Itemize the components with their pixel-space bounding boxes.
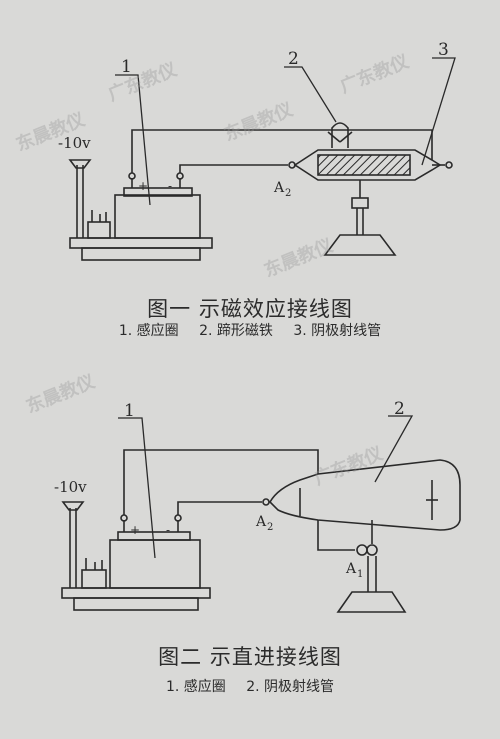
label-voltage: -10v — [54, 478, 87, 496]
cathode-ray-tube-fig2 — [269, 459, 461, 613]
figure-2-diagram: 1 2 -10v A 2 A 1 + - — [54, 399, 461, 613]
figure-1-legend: 1. 感应圈 2. 蹄形磁铁 3. 阴极射线管 — [0, 320, 500, 340]
label-anode-1: A — [345, 561, 357, 577]
label-induction-coil: 1 — [121, 57, 132, 77]
figure-1-diagram: 1 2 3 -10v A 2 + - — [58, 40, 456, 261]
label-anode-2: A — [255, 514, 267, 530]
induction-coil-fig2 — [61, 501, 211, 611]
label-voltage: -10v — [58, 134, 91, 152]
label-minus-terminal: - — [168, 179, 172, 193]
legend-item: 1. 感应圈 — [165, 679, 226, 695]
legend-item: 3. 阴极射线管 — [293, 323, 382, 339]
figure-2-legend: 1. 感应圈 2. 阴极射线管 — [0, 676, 500, 696]
legend-item: 2. 阴极射线管 — [246, 679, 335, 695]
label-anode-2-subscript: 2 — [267, 522, 273, 533]
induction-coil-fig1 — [68, 159, 213, 261]
label-anode-subscript: 2 — [285, 188, 291, 199]
leader-lines-fig2 — [118, 415, 414, 559]
label-anode-1-subscript: 1 — [357, 569, 363, 580]
label-induction-coil: 1 — [124, 401, 135, 421]
label-minus-terminal: - — [166, 523, 170, 537]
figure-1-title: 图一 示磁效应接线图 — [147, 297, 353, 321]
label-tube: 3 — [438, 40, 449, 60]
label-magnet: 2 — [288, 49, 299, 69]
cathode-ray-tube-fig1 — [293, 149, 442, 256]
label-plus-terminal: + — [130, 523, 140, 537]
legend-item: 1. 感应圈 — [118, 323, 179, 339]
label-anode: A — [273, 180, 285, 196]
leader-lines-fig1 — [115, 57, 456, 206]
figure-2-title: 图二 示直进接线图 — [158, 645, 342, 669]
wires-fig2 — [123, 449, 355, 551]
label-tube: 2 — [394, 399, 405, 419]
legend-item: 2. 蹄形磁铁 — [199, 323, 273, 339]
label-plus-terminal: + — [138, 179, 148, 193]
horseshoe-magnet-icon — [327, 122, 353, 148]
